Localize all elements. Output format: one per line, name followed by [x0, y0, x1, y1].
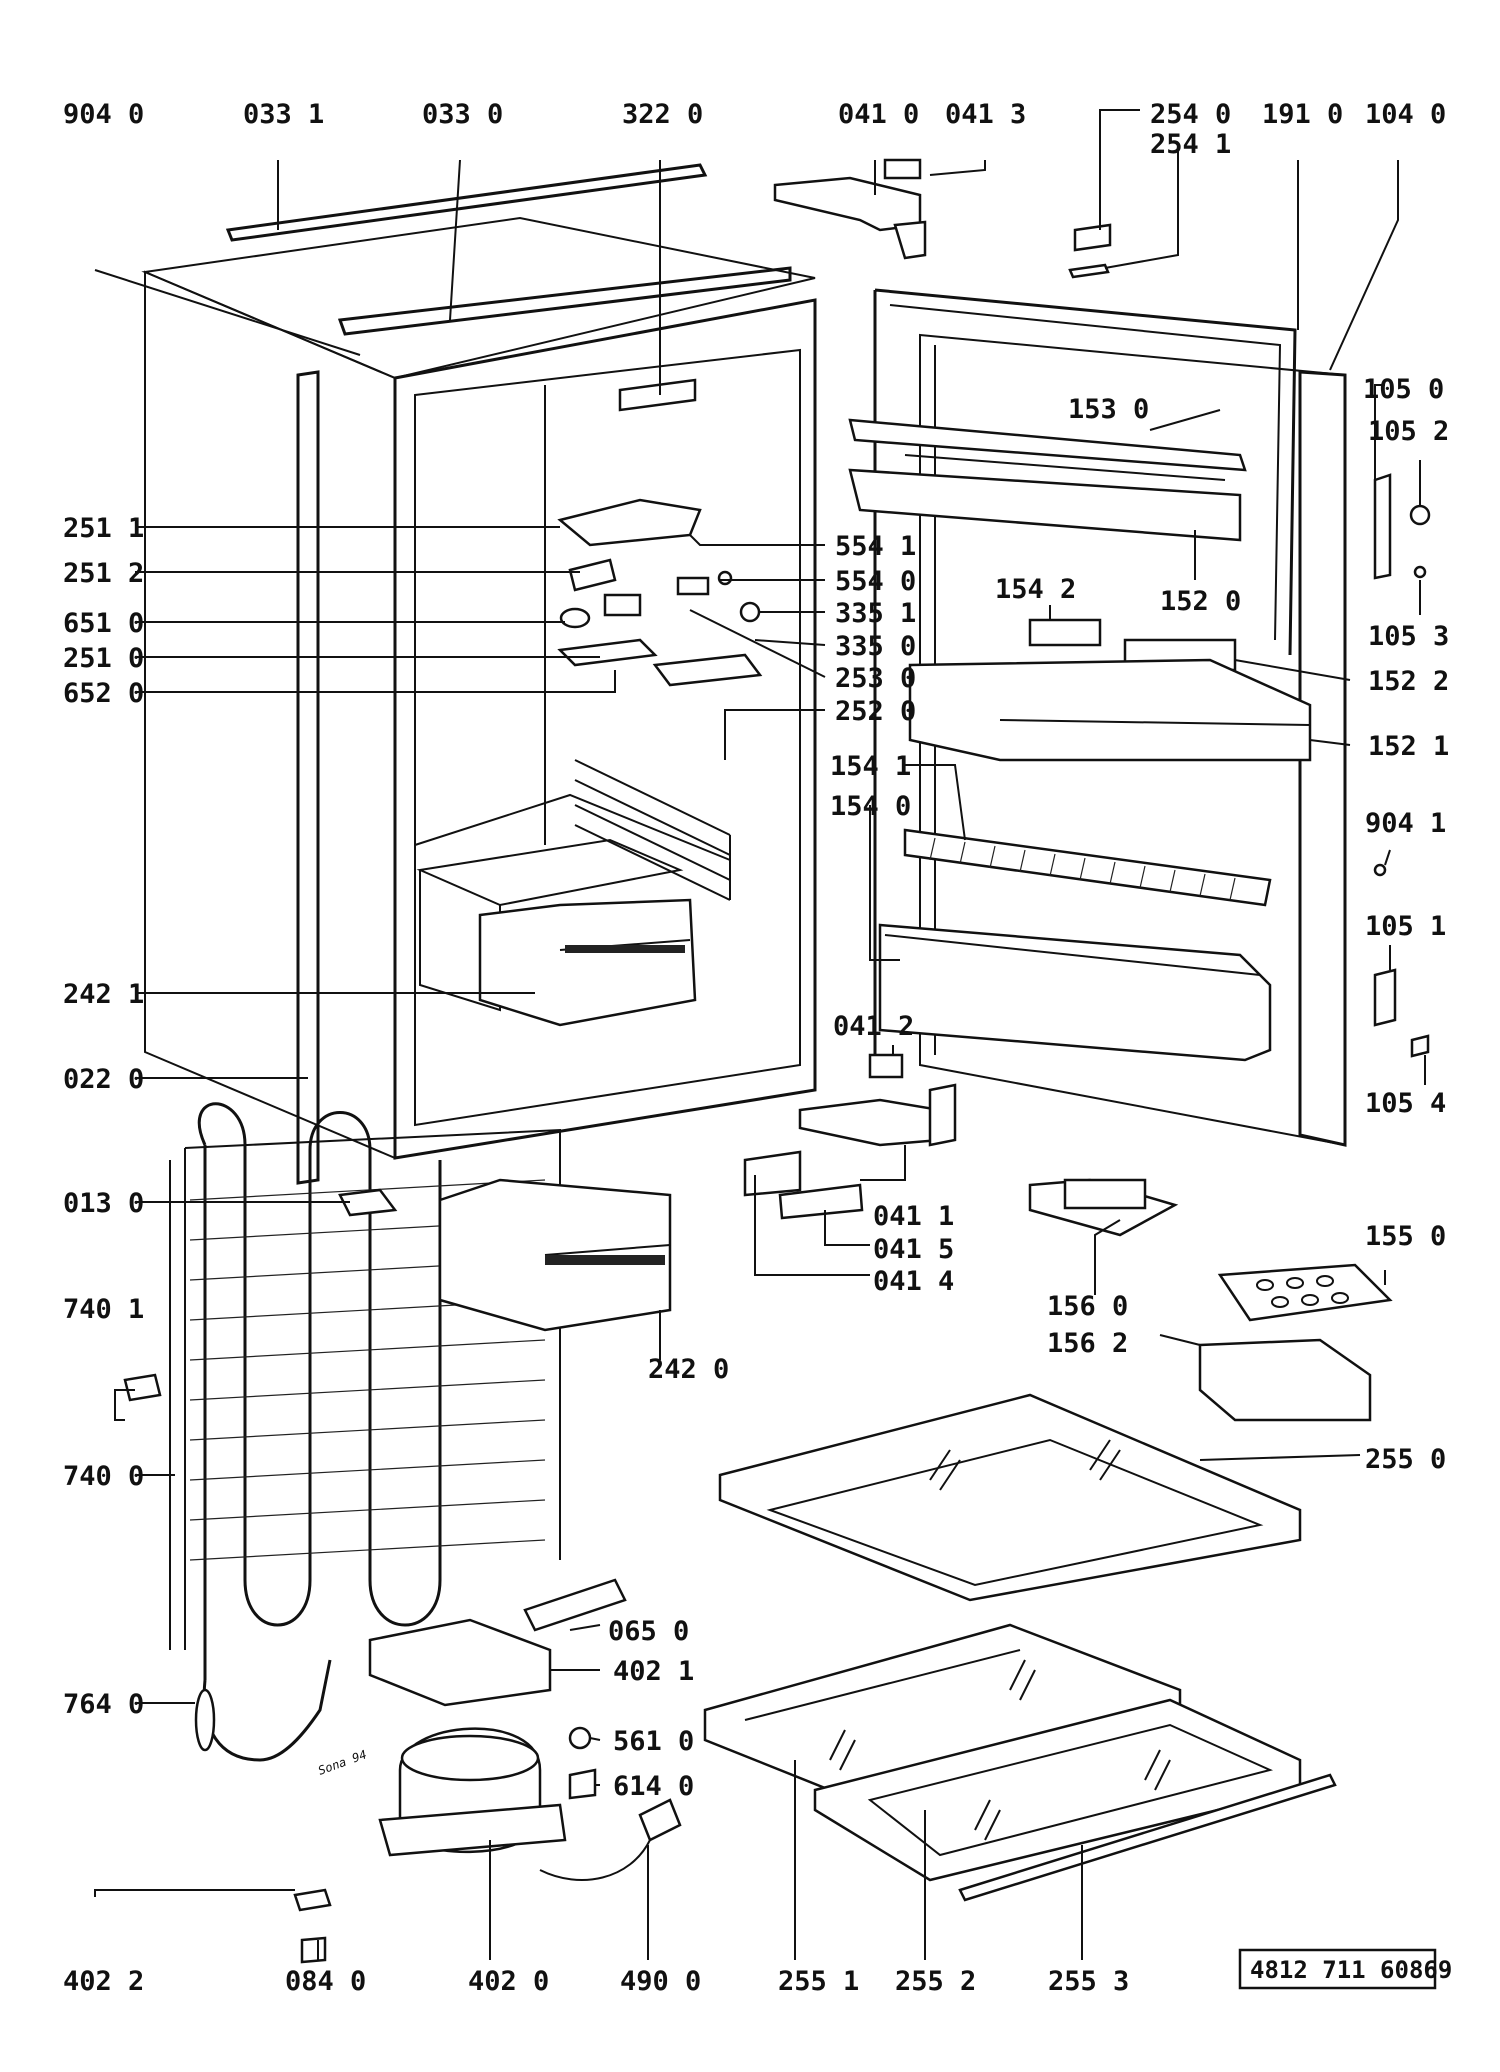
label-561-0: 561 0	[613, 1726, 694, 1757]
accessories-drawing	[703, 1178, 1393, 1902]
label-904-1: 904 1	[1365, 808, 1446, 839]
label-154-2: 154 2	[995, 574, 1076, 605]
label-084-0: 084 0	[285, 1966, 366, 1997]
label-322-0: 322 0	[622, 99, 703, 130]
label-041-3: 041 3	[945, 99, 1026, 130]
label-033-1: 033 1	[243, 99, 324, 130]
label-740-0: 740 0	[63, 1461, 144, 1492]
label-041-0: 041 0	[838, 99, 919, 130]
label-251-2: 251 2	[63, 558, 144, 589]
label-105-0: 105 0	[1363, 374, 1444, 405]
condenser-drawing: Sona 94	[123, 1102, 682, 1964]
label-152-1: 152 1	[1368, 731, 1449, 762]
label-335-0: 335 0	[835, 631, 916, 662]
label-155-0: 155 0	[1365, 1221, 1446, 1252]
document-number-box: 4812 711 60869	[1238, 1948, 1452, 1990]
label-254-1: 254 1	[1150, 129, 1231, 160]
label-152-2: 152 2	[1368, 666, 1449, 697]
label-105-1: 105 1	[1365, 911, 1446, 942]
label-156-0: 156 0	[1047, 1291, 1128, 1322]
label-104-0: 104 0	[1365, 99, 1446, 130]
hinge-drawing	[743, 158, 1112, 1220]
label-490-0: 490 0	[620, 1966, 701, 1997]
part-labels: 904 0 033 1 033 0 322 0 041 0 041 3 254 …	[63, 99, 1449, 1997]
label-554-1: 554 1	[835, 531, 916, 562]
door-drawing	[848, 288, 1431, 1147]
label-255-2: 255 2	[895, 1966, 976, 1997]
label-335-1: 335 1	[835, 598, 916, 629]
label-254-0: 254 0	[1150, 99, 1231, 130]
label-242-0: 242 0	[648, 1354, 729, 1385]
label-651-0: 651 0	[63, 608, 144, 639]
label-255-0: 255 0	[1365, 1444, 1446, 1475]
label-251-1: 251 1	[63, 513, 144, 544]
label-554-0: 554 0	[835, 566, 916, 597]
label-041-5: 041 5	[873, 1234, 954, 1265]
label-242-1: 242 1	[63, 979, 144, 1010]
label-253-0: 253 0	[835, 663, 916, 694]
label-191-0: 191 0	[1262, 99, 1343, 130]
label-904-0: 904 0	[63, 99, 144, 130]
label-153-0: 153 0	[1068, 394, 1149, 425]
label-402-1: 402 1	[613, 1656, 694, 1687]
label-402-2: 402 2	[63, 1966, 144, 1997]
label-065-0: 065 0	[608, 1616, 689, 1647]
label-251-0: 251 0	[63, 643, 144, 674]
label-105-2: 105 2	[1368, 416, 1449, 447]
document-number: 4812 711 60869	[1250, 1956, 1452, 1984]
label-614-0: 614 0	[613, 1771, 694, 1802]
label-041-2: 041 2	[833, 1011, 914, 1042]
label-022-0: 022 0	[63, 1064, 144, 1095]
label-041-1: 041 1	[873, 1201, 954, 1232]
label-105-3: 105 3	[1368, 621, 1449, 652]
label-740-1: 740 1	[63, 1294, 144, 1325]
label-154-1: 154 1	[830, 751, 911, 782]
label-255-1: 255 1	[778, 1966, 859, 1997]
designer-stamp: Sona 94	[316, 1747, 368, 1777]
label-152-0: 152 0	[1160, 586, 1241, 617]
label-402-0: 402 0	[468, 1966, 549, 1997]
label-764-0: 764 0	[63, 1689, 144, 1720]
label-156-2: 156 2	[1047, 1328, 1128, 1359]
label-041-4: 041 4	[873, 1266, 954, 1297]
label-255-3: 255 3	[1048, 1966, 1129, 1997]
label-652-0: 652 0	[63, 678, 144, 709]
label-033-0: 033 0	[422, 99, 503, 130]
label-154-0: 154 0	[830, 791, 911, 822]
label-013-0: 013 0	[63, 1188, 144, 1219]
label-252-0: 252 0	[835, 696, 916, 727]
label-105-4: 105 4	[1365, 1088, 1446, 1119]
leader-lines	[94, 109, 1426, 1960]
